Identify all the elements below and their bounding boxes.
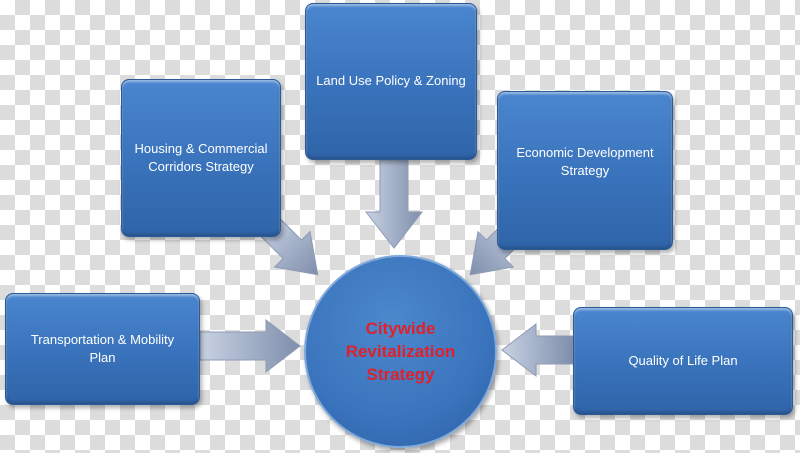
quality-of-life-box: Quality of Life Plan	[573, 307, 793, 415]
housing-corridors-box: Housing & Commercial Corridors Strategy	[121, 79, 281, 237]
housing-corridors-label: Housing & Commercial Corridors Strategy	[134, 141, 268, 174]
citywide-strategy-circle: Citywide Revitalization Strategy	[304, 255, 497, 448]
arrow-from-quality	[501, 322, 574, 378]
arrow-from-transportation	[199, 318, 301, 374]
citywide-strategy-label: Citywide Revitalization Strategy	[345, 319, 456, 384]
transportation-label: Transportation & Mobility Plan	[30, 332, 175, 365]
economic-development-label: Economic Development Strategy	[516, 145, 654, 178]
arrow-down-from-land-use	[364, 159, 424, 249]
land-use-box: Land Use Policy & Zoning	[305, 3, 477, 160]
quality-of-life-label: Quality of Life Plan	[628, 353, 738, 368]
economic-development-box: Economic Development Strategy	[497, 91, 673, 250]
land-use-label: Land Use Policy & Zoning	[316, 73, 466, 88]
transportation-box: Transportation & Mobility Plan	[5, 293, 200, 405]
